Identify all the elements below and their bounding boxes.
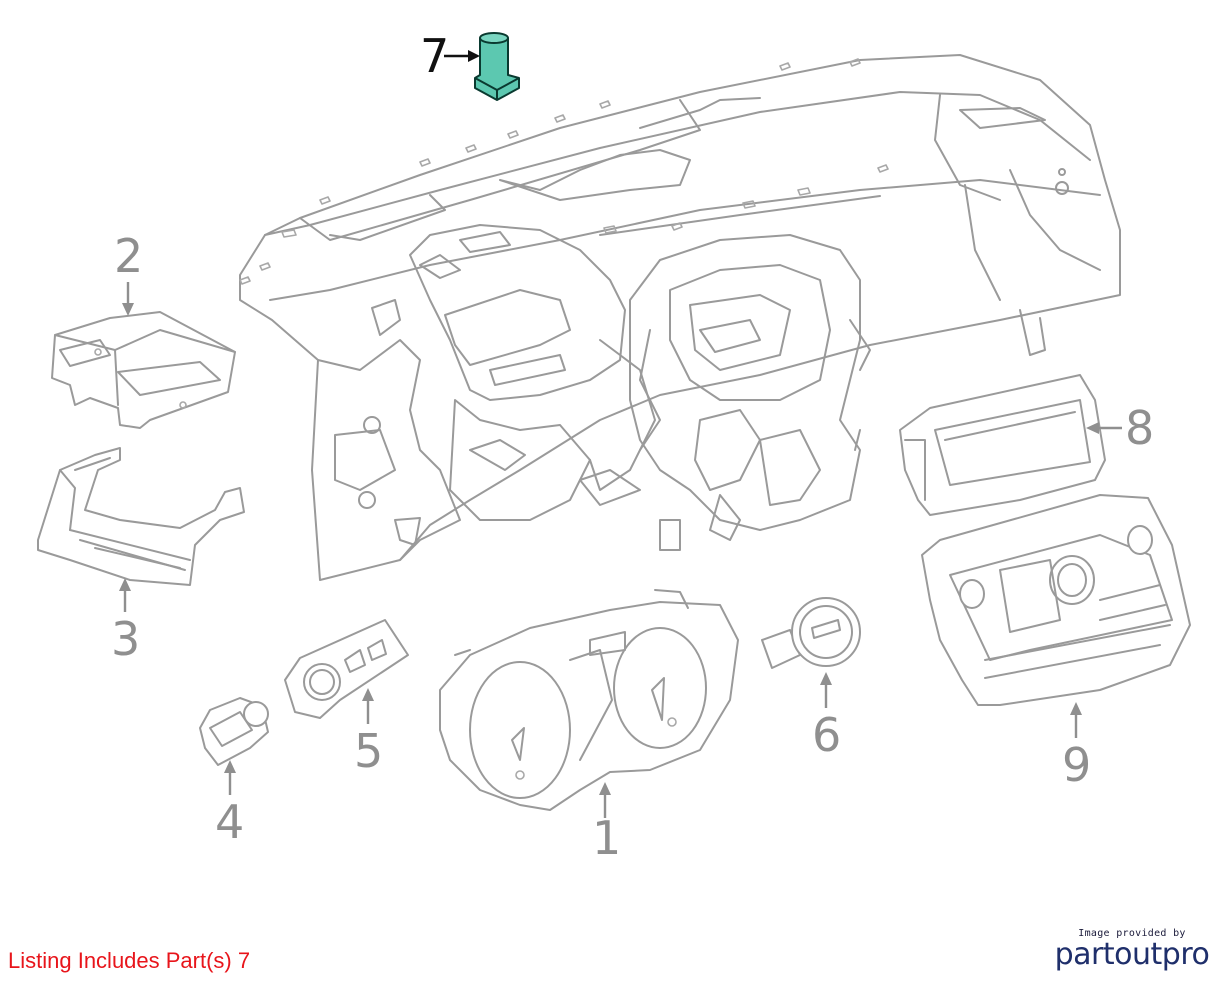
listing-note: Listing Includes Part(s) 7 [8, 948, 251, 973]
callout-2[interactable]: 2 [114, 229, 143, 283]
callout-7[interactable]: 7 [420, 29, 449, 83]
part-4-switch[interactable] [199, 697, 269, 766]
callout-8[interactable]: 8 [1125, 401, 1154, 455]
part-8-display[interactable] [899, 374, 1106, 516]
brand-attribution: Image provided by partoutpro [1052, 928, 1212, 971]
part-7-knob[interactable] [474, 32, 520, 101]
callout-5[interactable]: 5 [354, 724, 383, 778]
callout-6[interactable]: 6 [812, 708, 841, 762]
dashboard-assembly [239, 54, 1121, 581]
callout-9[interactable]: 9 [1062, 738, 1091, 792]
brand-logo: partoutpro [1054, 937, 1210, 972]
callout-1[interactable]: 1 [592, 811, 621, 865]
part-1-instrument-cluster[interactable] [439, 589, 739, 811]
callout-4[interactable]: 4 [215, 795, 244, 849]
part-2-module[interactable] [51, 311, 236, 429]
callout-3[interactable]: 3 [111, 612, 140, 666]
callout-arrows [119, 50, 1122, 818]
part-3-bracket[interactable] [37, 447, 245, 586]
brand-caption: Image provided by [1078, 928, 1186, 939]
part-5-switch-panel[interactable] [284, 619, 409, 719]
part-6-sensor[interactable] [761, 597, 861, 669]
part-9-control-head[interactable] [921, 494, 1191, 706]
callout-labels: 7 2 3 4 5 1 6 8 9 [111, 29, 1154, 865]
